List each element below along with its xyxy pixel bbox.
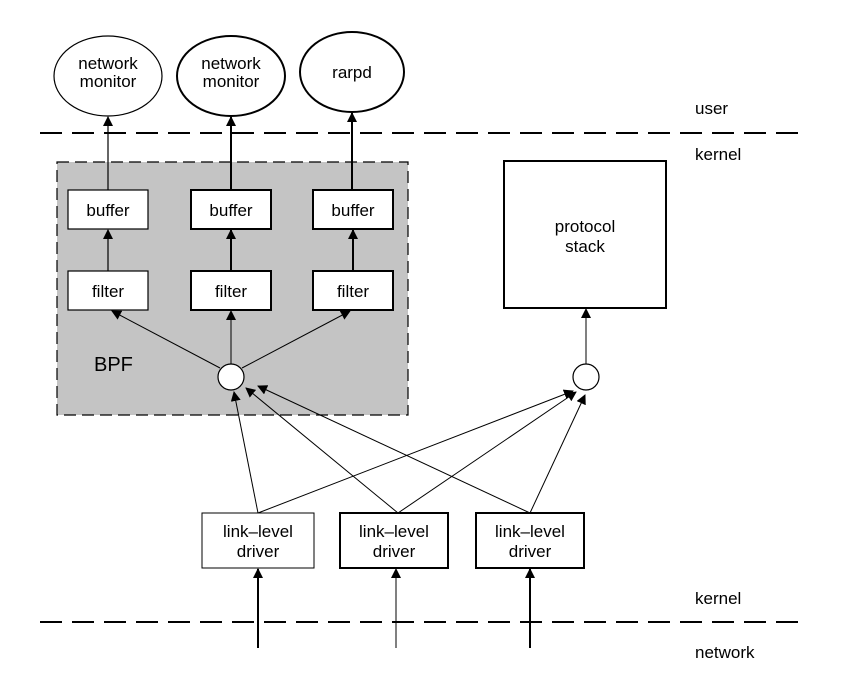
link-level-driver-2: link–level driver — [339, 512, 449, 569]
buffer-label: buffer — [209, 201, 253, 220]
arrow-tap-to-filter-1 — [111, 310, 221, 369]
app-label-line2: monitor — [203, 72, 260, 91]
driver-label-line2: driver — [509, 542, 552, 561]
filter-label: filter — [215, 282, 247, 301]
app-network-monitor-2: network monitor — [176, 35, 286, 117]
link-level-driver-3: link–level driver — [475, 512, 585, 569]
region-label-user: user — [695, 99, 728, 118]
arrow-driver-2-to-bpf-tap — [245, 387, 399, 514]
region-label-kernel-top: kernel — [695, 145, 741, 164]
arrow-driver-2-to-stack-tap — [397, 391, 577, 514]
filter-box-2: filter — [190, 270, 272, 311]
buffer-box-1: buffer — [67, 189, 149, 230]
buffer-box-3: buffer — [312, 189, 394, 230]
app-label-line1: rarpd — [332, 63, 372, 82]
driver-label-line1: link–level — [223, 522, 293, 541]
arrow-driver-1-to-stack-tap — [257, 389, 574, 514]
region-label-kernel-bottom: kernel — [695, 589, 741, 608]
driver-label-line2: driver — [373, 542, 416, 561]
bpf-tap-node — [217, 363, 245, 391]
arrow-driver-1-to-bpf-tap — [230, 391, 259, 514]
driver-label-line1: link–level — [495, 522, 565, 541]
stack-tap-node — [572, 363, 600, 391]
app-rarpd: rarpd — [299, 31, 405, 113]
driver-label-line1: link–level — [359, 522, 429, 541]
arrow-driver-3-to-bpf-tap — [257, 385, 531, 514]
region-label-network: network — [695, 643, 755, 662]
protocol-stack-box: protocol stack — [503, 160, 667, 309]
app-network-monitor-1: network monitor — [53, 35, 163, 117]
app-label-line2: monitor — [80, 72, 137, 91]
link-level-driver-1: link–level driver — [201, 512, 315, 569]
driver-label-line2: driver — [237, 542, 280, 561]
app-label-line1: network — [78, 54, 138, 73]
arrow-driver-3-to-stack-tap — [529, 394, 586, 514]
buffer-label: buffer — [86, 201, 130, 220]
buffer-box-2: buffer — [190, 189, 272, 230]
protocol-stack-line1: protocol — [555, 217, 615, 236]
bpf-label: BPF — [94, 354, 133, 376]
filter-label: filter — [92, 282, 124, 301]
arrow-tap-to-filter-3 — [241, 310, 351, 369]
buffer-label: buffer — [331, 201, 375, 220]
protocol-stack-line2: stack — [565, 237, 605, 256]
filter-box-3: filter — [312, 270, 394, 311]
filter-box-1: filter — [67, 270, 149, 311]
filter-label: filter — [337, 282, 369, 301]
app-label-line1: network — [201, 54, 261, 73]
